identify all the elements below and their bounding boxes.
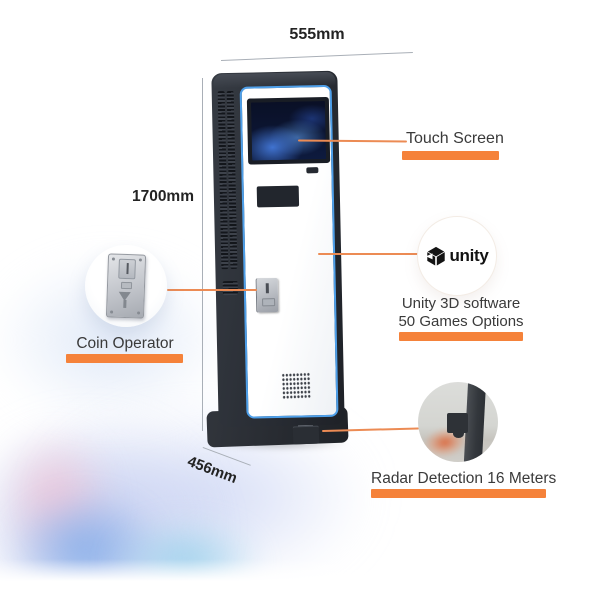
unity-caption-line1: Unity 3D software xyxy=(401,295,521,312)
side-vent-patch xyxy=(222,280,238,296)
coin-connector-line xyxy=(167,289,257,291)
blur-blob-pink xyxy=(0,430,113,565)
radar-sensor-photo xyxy=(418,382,498,462)
unity-caption: Unity 3D software 50 Games Options xyxy=(388,295,534,330)
blur-blob-cyan xyxy=(108,518,263,585)
radar-detection-label: Radar Detection 16 Meters xyxy=(371,470,557,487)
coin-acceptor xyxy=(256,278,279,313)
coin-entry-slit xyxy=(125,262,129,275)
unity-badge: unity xyxy=(417,216,497,296)
coin-plate-button xyxy=(120,281,133,290)
side-vent-column xyxy=(226,90,238,270)
speaker-grille xyxy=(281,372,312,400)
radar-photo-sensor-box xyxy=(446,413,469,434)
coin-operator-label: Coin Operator xyxy=(76,335,174,352)
blur-blob-periwinkle xyxy=(0,415,220,585)
coin-entry xyxy=(118,258,136,280)
width-dimension-line xyxy=(221,51,413,61)
coin-return-button xyxy=(262,298,276,307)
kiosk-front-panel xyxy=(239,84,339,419)
coin-operator-badge xyxy=(85,245,167,327)
unity-connector-line xyxy=(318,253,418,255)
screw-icon xyxy=(137,311,141,315)
radar-detection-underline xyxy=(371,489,546,498)
unity-wordmark: unity xyxy=(449,246,489,265)
coin-operator-underline xyxy=(66,354,183,363)
touch-screen-underline xyxy=(402,151,499,160)
unity-cube-icon xyxy=(425,245,447,267)
touch-screen-frame xyxy=(246,96,331,165)
radar-photo-sensor-bump xyxy=(453,429,465,438)
screw-icon xyxy=(110,310,114,314)
height-dimension-line xyxy=(202,78,203,431)
screw-icon xyxy=(138,258,142,262)
sensor-window xyxy=(306,167,319,174)
radar-sensor-housing xyxy=(292,425,320,445)
kiosk-body xyxy=(211,70,345,428)
unity-caption-line2: 50 Games Options xyxy=(398,312,524,330)
blur-fade xyxy=(0,559,600,585)
unity-underline xyxy=(399,332,523,341)
height-dimension-label: 1700mm xyxy=(131,188,194,205)
reader-slot xyxy=(256,185,300,208)
blur-blob-blue xyxy=(8,492,163,585)
touch-screen-display xyxy=(250,100,327,161)
coin-slot xyxy=(265,283,269,294)
coin-acceptor-photo xyxy=(105,253,147,319)
screw-icon xyxy=(111,257,115,261)
width-dimension-label: 555mm xyxy=(289,26,345,43)
touch-screen-label: Touch Screen xyxy=(406,130,504,147)
coin-return-lever-stem xyxy=(123,299,127,309)
